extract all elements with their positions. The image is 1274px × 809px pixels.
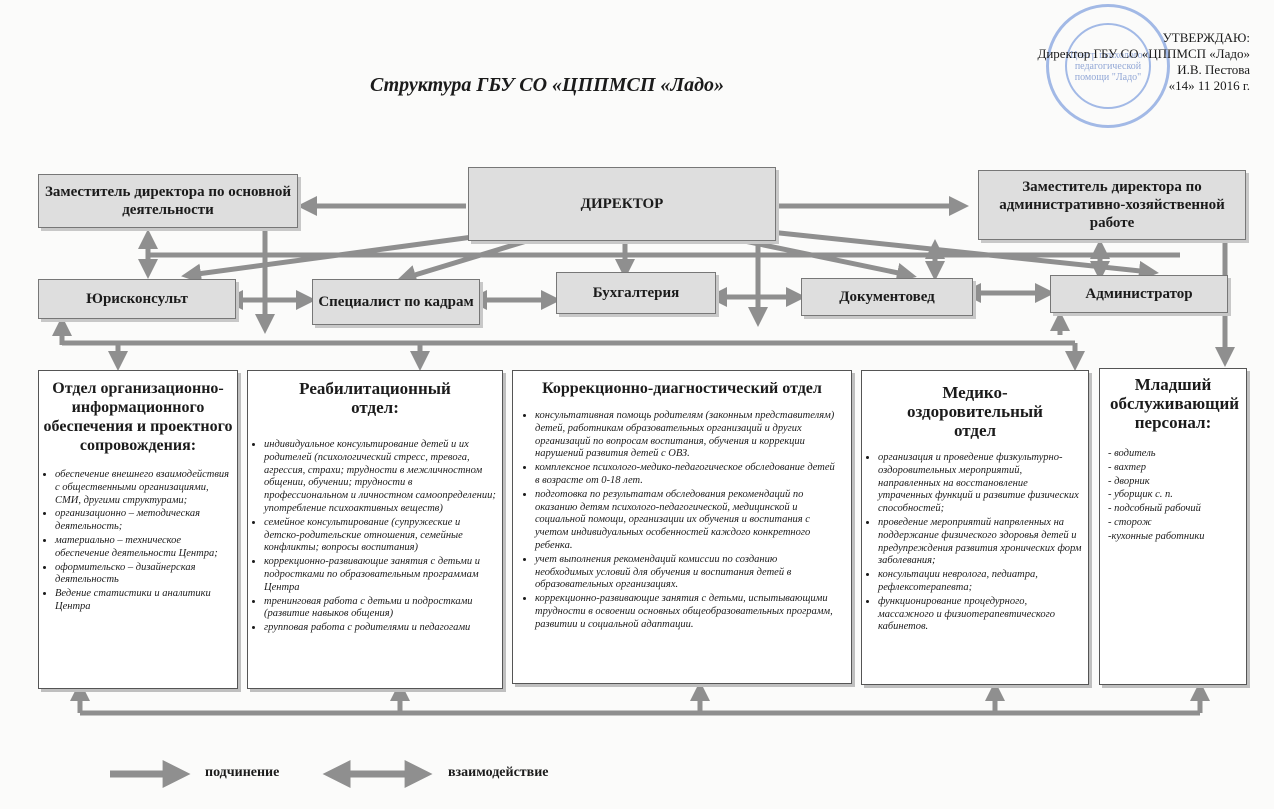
approval-line-2: Директор ГБУ СО «ЦППМСП «Ладо» (1037, 46, 1250, 61)
department-medical: Медико-оздоровительный отдел организация… (861, 370, 1089, 685)
department-item: подготовка по результатам обследования р… (535, 489, 837, 553)
department-item: консультации невролога, педиатра, рефлек… (878, 569, 1082, 595)
accounting-box: Бухгалтерия (556, 272, 716, 314)
department-item: оформительско – дизайнерская деятельност… (55, 562, 231, 588)
director-box: ДИРЕКТОР (468, 167, 776, 241)
admin-label: Администратор (1085, 286, 1193, 302)
department-item: организация и проведение физкультурно-оз… (878, 452, 1082, 516)
department-item: - дворник (1108, 475, 1150, 487)
deputy-admin-box: Заместитель директора по административно… (978, 170, 1246, 240)
department-item: Ведение статистики и аналитики Центра (55, 588, 231, 614)
department-correction-diagnostic: Коррекционно-диагностический отдел консу… (512, 370, 852, 684)
department-item: - подсобный рабочий (1108, 503, 1201, 515)
hr-label: Специалист по кадрам (318, 294, 474, 310)
department-item: коррекционно-развивающие занятия с детьм… (264, 556, 496, 594)
director-label: ДИРЕКТОР (580, 196, 664, 212)
department-item: индивидуальное консультирование детей и … (264, 439, 496, 516)
department-item: функционирование процедурного, массажног… (878, 596, 1082, 634)
docs-label: Документовед (839, 289, 935, 305)
hr-box: Специалист по кадрам (312, 279, 480, 325)
approval-line-1: УТВЕРЖДАЮ: (1162, 30, 1250, 45)
department-item: - вахтер (1108, 461, 1147, 473)
department-item: тренинговая работа с детьми и подросткам… (264, 596, 496, 622)
deputy-main-box: Заместитель директора по основной деятел… (38, 174, 298, 228)
approval-block: УТВЕРЖДАЮ: Директор ГБУ СО «ЦППМСП «Ладо… (1037, 30, 1250, 94)
department-item: - уборщик с. п. (1108, 489, 1173, 501)
legend-subordination-label: подчинение (205, 765, 280, 780)
arrow-director-hr (396, 237, 531, 285)
department-item: материально – техническое обеспечение де… (55, 535, 231, 561)
department-title: Младший обслуживающий персонал: (1110, 375, 1240, 432)
docs-box: Документовед (801, 278, 973, 316)
department-item: комплексное психолого-медико-педагогичес… (535, 462, 837, 488)
department-item: коррекционно-развивающие занятия с детьм… (535, 593, 837, 631)
department-item: обеспечение внешнего взаимодействия с об… (55, 469, 231, 507)
approval-line-3: И.В. Пестова (1177, 62, 1250, 77)
department-item: -кухонные работники (1108, 530, 1205, 542)
department-item: проведение мероприятий напрвленных на по… (878, 517, 1082, 568)
department-item: групповая работа с родителями и педагога… (264, 622, 496, 635)
deputy-main-label: Заместитель директора по основной деятел… (44, 184, 292, 218)
stamp-text: Центр психолого-педагогической помощи "Л… (1065, 23, 1151, 109)
approval-line-4: «14» 11 2016 г. (1168, 78, 1250, 93)
department-item: - водитель (1108, 448, 1156, 459)
deputy-admin-label: Заместитель директора по административно… (999, 179, 1225, 231)
department-rehabilitation: Реабилитационный отдел: индивидуальное к… (247, 370, 503, 689)
arrow-director-admin (769, 229, 1159, 281)
department-item: семейное консультирование (супружеские и… (264, 517, 496, 555)
accounting-label: Бухгалтерия (592, 285, 680, 301)
department-title: Коррекционно-диагностический отдел (542, 380, 822, 397)
department-item: - сторож (1108, 516, 1152, 528)
legal-label: Юрисконсульт (86, 291, 188, 307)
department-item: организационно – методическая деятельнос… (55, 508, 231, 534)
legend-interaction-label: взаимодействие (448, 765, 549, 780)
department-title: Отдел организационно-информационного обе… (43, 380, 233, 454)
department-org-info: Отдел организационно-информационного обе… (38, 370, 238, 689)
legal-box: Юрисконсульт (38, 279, 236, 319)
department-title: Реабилитационный отдел: (299, 379, 451, 417)
department-junior-staff: Младший обслуживающий персонал: - водите… (1099, 368, 1247, 685)
department-item: учет выполнения рекомендаций комиссии по… (535, 554, 837, 592)
department-title: Медико-оздоровительный отдел (907, 383, 1043, 440)
department-item: консультативная помощь родителям (законн… (535, 410, 837, 461)
page-title: Структура ГБУ СО «ЦППМСП «Ладо» (370, 74, 725, 96)
official-stamp: Центр психолого-педагогической помощи "Л… (1046, 4, 1170, 128)
admin-box: Администратор (1050, 275, 1228, 313)
